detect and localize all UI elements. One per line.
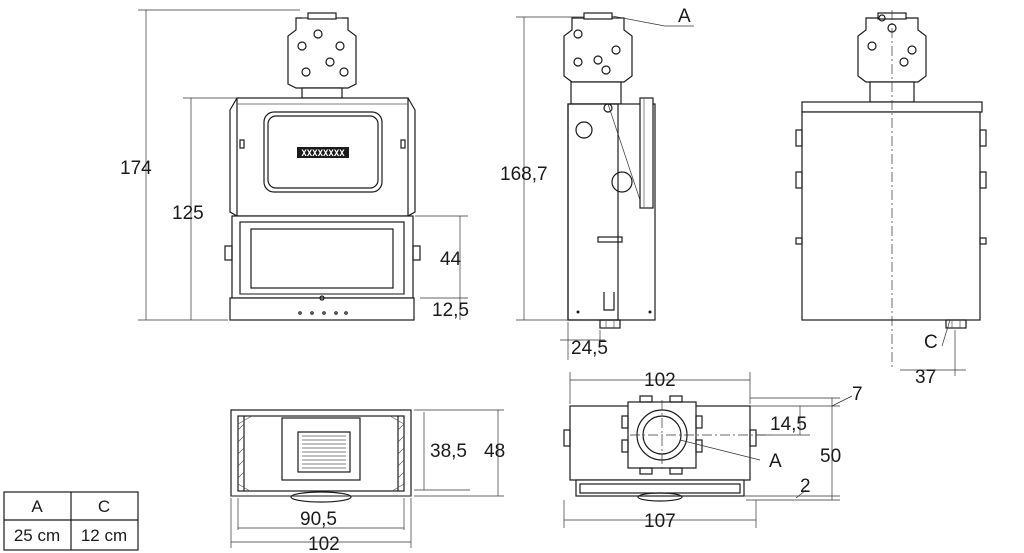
body xyxy=(795,10,987,370)
svg-text:XXXXXXXX: XXXXXXXX xyxy=(301,149,345,159)
top-view-back: 102 107 50 7 14,5 2 A xyxy=(563,370,863,532)
callout-c: C xyxy=(924,332,938,353)
door-open xyxy=(639,97,654,209)
top-front-dim-lines xyxy=(230,409,504,548)
dim-depth-offset: 24,5 xyxy=(571,338,608,359)
firebox xyxy=(224,215,421,299)
dim-width-top: 102 xyxy=(644,370,676,391)
top-back-dim-lines xyxy=(563,372,853,528)
inlet-pipe xyxy=(599,319,621,329)
header-a: A xyxy=(31,497,43,516)
dim-glass-height: 44 xyxy=(440,249,462,270)
grille xyxy=(281,417,361,481)
dim-base-height: 12,5 xyxy=(432,300,469,321)
dim-total-height: 168,7 xyxy=(500,164,548,185)
brand-plate xyxy=(297,147,349,158)
value-a: 25 cm xyxy=(14,526,60,545)
back-view: 37 C xyxy=(795,10,987,388)
base xyxy=(229,295,415,321)
side-dim-lines xyxy=(516,15,694,360)
dim-depth: 50 xyxy=(820,446,841,467)
hatch-left xyxy=(237,423,405,479)
dim-c-offset: 37 xyxy=(915,367,936,388)
dim-outer-width: 102 xyxy=(308,534,340,553)
value-c: 12 cm xyxy=(81,526,127,545)
top-view-front: 38,5 48 90,5 102 xyxy=(230,409,505,553)
flue-plan xyxy=(621,395,770,475)
header-c: C xyxy=(98,497,110,516)
legend-table: A C 25 cm 12 cm xyxy=(3,491,139,551)
dim-total-depth: 48 xyxy=(484,441,505,462)
callout-a: A xyxy=(769,451,782,472)
dim-offset-mid: 14,5 xyxy=(770,414,807,435)
back-dim-lines xyxy=(900,319,966,376)
flue-collar xyxy=(563,12,633,105)
dim-inner-width: 90,5 xyxy=(300,509,337,530)
callout-a: A xyxy=(678,6,691,27)
dim-inner-depth: 38,5 xyxy=(430,441,467,462)
side-view: 168,7 24,5 A xyxy=(500,6,694,360)
front-view: XXXXXXXX xyxy=(120,9,469,321)
c-pipe xyxy=(945,319,967,329)
hood: XXXXXXXX xyxy=(229,97,416,217)
dim-offset-bottom: 2 xyxy=(800,476,811,497)
dim-total-height: 174 xyxy=(120,158,152,179)
dim-body-height: 125 xyxy=(172,203,204,224)
dim-width-bottom: 107 xyxy=(644,511,676,532)
dim-offset-top: 7 xyxy=(852,384,863,405)
front-dim-lines xyxy=(138,9,468,321)
flue-collar xyxy=(287,12,357,99)
